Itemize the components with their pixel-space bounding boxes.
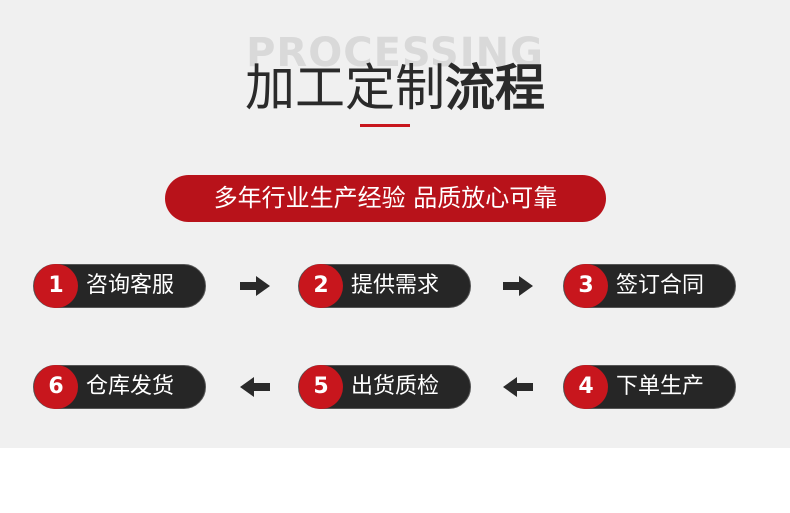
step-label: 仓库发货 bbox=[86, 374, 175, 399]
title-bold: 流程 bbox=[445, 59, 545, 117]
step-number: 2 bbox=[299, 264, 343, 308]
step-number: 5 bbox=[299, 365, 343, 409]
arrow-right-icon bbox=[503, 276, 533, 296]
page-title: 加工定制流程 bbox=[0, 48, 790, 120]
step-label: 下单生产 bbox=[616, 374, 705, 399]
step-6: 6 仓库发货 bbox=[33, 365, 206, 409]
step-label: 签订合同 bbox=[616, 273, 705, 298]
step-5: 5 出货质检 bbox=[298, 365, 471, 409]
step-label: 咨询客服 bbox=[86, 273, 175, 298]
step-1: 1 咨询客服 bbox=[33, 264, 206, 308]
step-4: 4 下单生产 bbox=[563, 365, 736, 409]
step-3: 3 签订合同 bbox=[563, 264, 736, 308]
title-light: 加工定制 bbox=[245, 59, 445, 117]
step-number: 4 bbox=[564, 365, 608, 409]
arrow-left-icon bbox=[240, 377, 270, 397]
slogan-banner: 多年行业生产经验 品质放心可靠 bbox=[165, 175, 606, 222]
step-label: 出货质检 bbox=[351, 374, 440, 399]
step-number: 3 bbox=[564, 264, 608, 308]
step-number: 6 bbox=[34, 365, 78, 409]
watermark-text: PROCESSING bbox=[246, 30, 544, 76]
step-number: 1 bbox=[34, 264, 78, 308]
title-divider bbox=[360, 124, 410, 127]
step-2: 2 提供需求 bbox=[298, 264, 471, 308]
step-label: 提供需求 bbox=[351, 273, 440, 298]
arrow-right-icon bbox=[240, 276, 270, 296]
arrow-left-icon bbox=[503, 377, 533, 397]
